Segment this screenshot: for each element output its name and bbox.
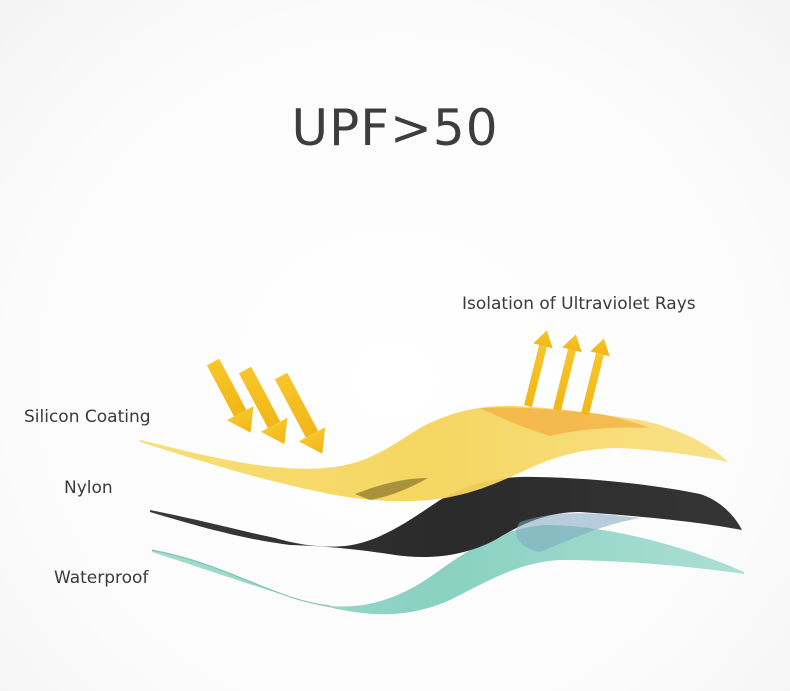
- incoming-arrow-icon: [206, 358, 254, 433]
- page-title: UPF>50: [291, 99, 499, 157]
- incoming-uv-arrows: [206, 358, 326, 454]
- isolation-label: Isolation of Ultraviolet Rays: [462, 294, 696, 314]
- silicon-fold-band: [480, 407, 650, 436]
- reflected-arrow-icon: [524, 330, 553, 407]
- silicon-nylon-overlap: [355, 478, 428, 500]
- nylon-layer: [150, 476, 742, 558]
- incoming-arrow-icon: [238, 366, 288, 445]
- waterproof-layer-edge: [151, 549, 331, 607]
- silicon-coating-label: Silicon Coating: [24, 407, 151, 427]
- nylon-shadow-tint: [516, 513, 640, 552]
- incoming-arrow-icon: [274, 372, 326, 454]
- waterproof-label: Waterproof: [54, 568, 149, 588]
- waterproof-layer: [152, 525, 744, 615]
- reflected-arrow-icon: [553, 334, 582, 411]
- nylon-label: Nylon: [64, 478, 113, 498]
- reflected-uv-arrows: [524, 330, 610, 415]
- reflected-arrow-icon: [581, 338, 610, 415]
